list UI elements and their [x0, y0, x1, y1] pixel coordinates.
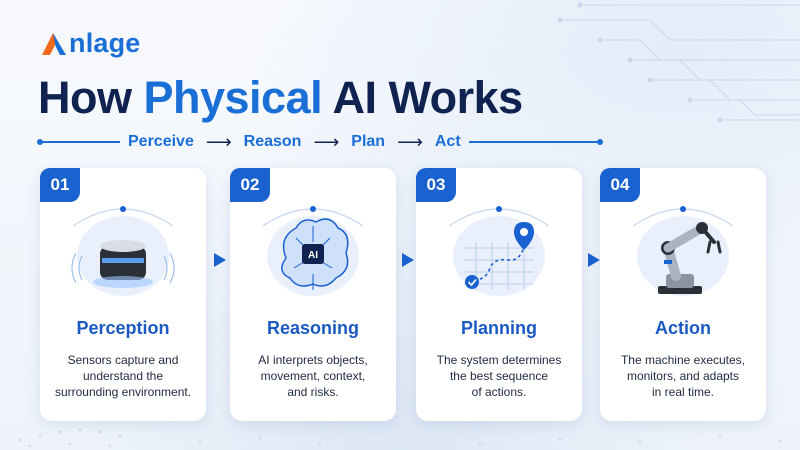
desc-line: The system determines — [436, 353, 562, 367]
chevron-right-icon — [402, 253, 414, 267]
desc-line: The machine executes, — [620, 353, 746, 367]
desc-line: and risks. — [287, 385, 339, 399]
step-number: 03 — [416, 168, 456, 202]
step-description: AI interprets objects, movement, context… — [240, 352, 386, 400]
chevron-right-icon — [214, 253, 226, 267]
brand-logo: nlage — [40, 28, 141, 59]
step-card-planning: 03 Planning The system determines the be… — [416, 168, 582, 421]
logo-a-mark — [42, 32, 66, 55]
sensor-device-icon — [71, 216, 175, 296]
desc-line: of actions. — [471, 385, 527, 399]
step-description: The machine executes, monitors, and adap… — [610, 352, 756, 400]
circuit-decoration — [557, 2, 800, 123]
arrow-right-icon: ⟶ — [313, 131, 340, 152]
step-description: The system determines the best sequence … — [426, 352, 572, 400]
step-number: 01 — [40, 168, 80, 202]
flow-line-right — [468, 139, 604, 144]
flow-step-act: Act — [434, 133, 461, 150]
title-accent: Physical — [143, 72, 323, 123]
robot-arm-icon — [637, 216, 729, 296]
arrow-right-icon: ⟶ — [205, 131, 232, 152]
flow-step-perceive: Perceive — [128, 133, 194, 150]
route-map-icon — [453, 216, 545, 296]
desc-line: AI interprets objects, — [258, 353, 368, 367]
step-title: Reasoning — [266, 318, 359, 338]
brand-name: nlage — [69, 28, 141, 58]
desc-line: monitors, and adapts — [626, 369, 740, 383]
flow-step-plan: Plan — [351, 133, 386, 150]
desc-line: understand the — [82, 369, 164, 383]
desc-line: movement, context, — [260, 369, 366, 383]
flow-line-left — [37, 139, 120, 144]
step-card-reasoning: 02 AI Reasoning AI interprets objects, m… — [230, 168, 396, 421]
desc-line: the best sequence — [449, 369, 549, 383]
dot-wave-decoration — [18, 428, 782, 448]
svg-text:AI: AI — [308, 250, 318, 261]
flow-step-reason: Reason — [243, 133, 302, 150]
step-title: Action — [655, 318, 711, 338]
ai-brain-icon: AI — [267, 216, 359, 296]
step-card-action: 04 Action The machine executes, monitors… — [600, 168, 766, 421]
process-flow: Perceive ⟶ Reason ⟶ Plan ⟶ Act — [37, 130, 604, 154]
desc-line: Sensors capture and — [67, 353, 179, 367]
step-number: 04 — [600, 168, 640, 202]
step-description: Sensors capture and understand the surro… — [50, 352, 196, 400]
title-suffix: AI Works — [322, 72, 523, 123]
card-arc-decoration — [262, 206, 364, 227]
step-title: Planning — [461, 318, 537, 338]
desc-line: in real time. — [651, 385, 715, 399]
card-arc-decoration — [632, 206, 734, 227]
desc-line: surrounding environment. — [54, 385, 192, 399]
page-title: How Physical AI Works — [38, 72, 523, 124]
arrow-right-icon: ⟶ — [397, 131, 423, 152]
step-card-perception: 01 Perception Sensors capture and unders… — [40, 168, 206, 421]
card-arc-decoration — [72, 206, 174, 227]
chevron-right-icon — [588, 253, 600, 267]
title-prefix: How — [38, 72, 144, 123]
step-number: 02 — [230, 168, 270, 202]
card-arc-decoration — [448, 206, 550, 227]
step-title: Perception — [76, 318, 170, 338]
